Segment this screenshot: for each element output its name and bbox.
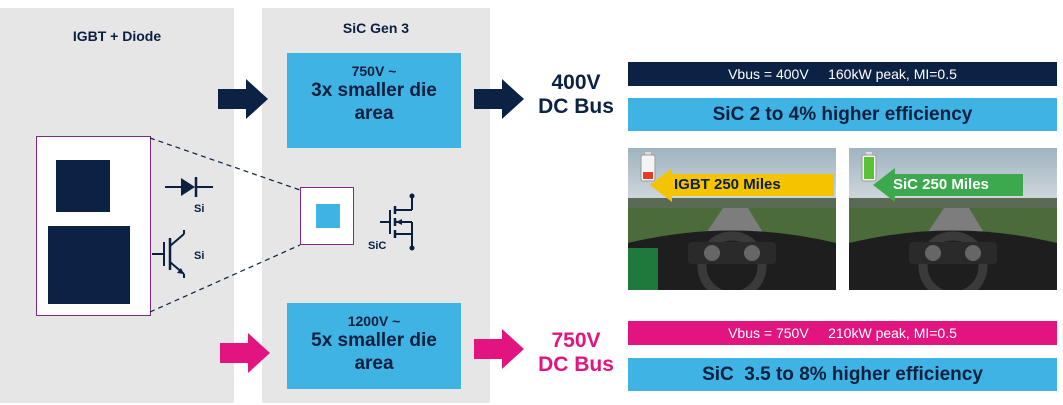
die-text-750v: 3x smaller die area: [311, 80, 437, 124]
vbus-750v-banner: Vbus = 750V 210kW peak, MI=0.5: [628, 321, 1057, 345]
diode-symbol-icon: [165, 177, 213, 197]
die-voltage-1200v: 1200V ~: [347, 313, 401, 329]
bus-750v-label: DC Bus: [538, 353, 614, 376]
efficiency-400v-banner: SiC 2 to 4% higher efficiency: [628, 98, 1057, 131]
arrow-to-400v-bus-icon: [474, 79, 524, 119]
sic-miles-label: SiC 250 Miles: [893, 176, 989, 193]
battery-full-icon: [861, 152, 877, 182]
sic-race-screenshot: SiC 250 Miles: [849, 148, 1057, 290]
die-area-box-1200v: 1200V ~ 5x smaller die area: [287, 303, 461, 389]
vbus-400v-text: Vbus = 400V: [728, 66, 809, 82]
diode-si-label: Si: [194, 203, 205, 215]
bus-750v-voltage: 750V: [551, 329, 601, 352]
igbt-miles-label: IGBT 250 Miles: [674, 176, 781, 193]
sic-die-chip: [316, 204, 340, 228]
arrow-to-750v-bus-icon: [474, 329, 524, 369]
igbt-diode-title: IGBT + Diode: [72, 28, 162, 44]
power-750v-text: 210kW peak, MI=0.5: [828, 325, 957, 341]
arrow-left-yellow-icon: [650, 168, 834, 202]
igbt-chip: [48, 226, 130, 304]
bus-400v-label: DC Bus: [538, 95, 614, 118]
dc-bus-750v: 750V DC Bus: [526, 329, 626, 377]
mosfet-sic-label: SiC: [368, 240, 387, 252]
diode-chip: [56, 160, 110, 212]
die-text-1200v: 5x smaller die area: [311, 330, 437, 374]
igbt-race-screenshot: IGBT 250 Miles: [628, 148, 836, 290]
igbt-symbol-icon: [152, 230, 185, 278]
igbt-race-scene: [628, 148, 836, 290]
bus-400v-voltage: 400V: [551, 71, 601, 94]
power-400v-text: 160kW peak, MI=0.5: [828, 66, 957, 82]
vbus-750v-text: Vbus = 750V: [728, 325, 809, 341]
arrow-left-green-icon: [873, 168, 1023, 202]
dc-bus-400v: 400V DC Bus: [526, 71, 626, 119]
igbt-si-label: Si: [194, 250, 205, 262]
mosfet-symbol-icon: [380, 193, 415, 251]
battery-low-icon: [640, 152, 656, 182]
arrow-into-400v-icon: [218, 79, 268, 119]
vbus-400v-banner: Vbus = 400V 160kW peak, MI=0.5: [628, 62, 1057, 86]
die-area-box-750v: 750V ~ 3x smaller die area: [287, 53, 461, 148]
sic-gen3-title: SiC Gen 3: [342, 20, 410, 36]
die-voltage-750v: 750V ~: [351, 63, 397, 79]
efficiency-750v-banner: SiC 3.5 to 8% higher efficiency: [628, 358, 1057, 391]
arrow-into-750v-icon: [220, 333, 270, 373]
